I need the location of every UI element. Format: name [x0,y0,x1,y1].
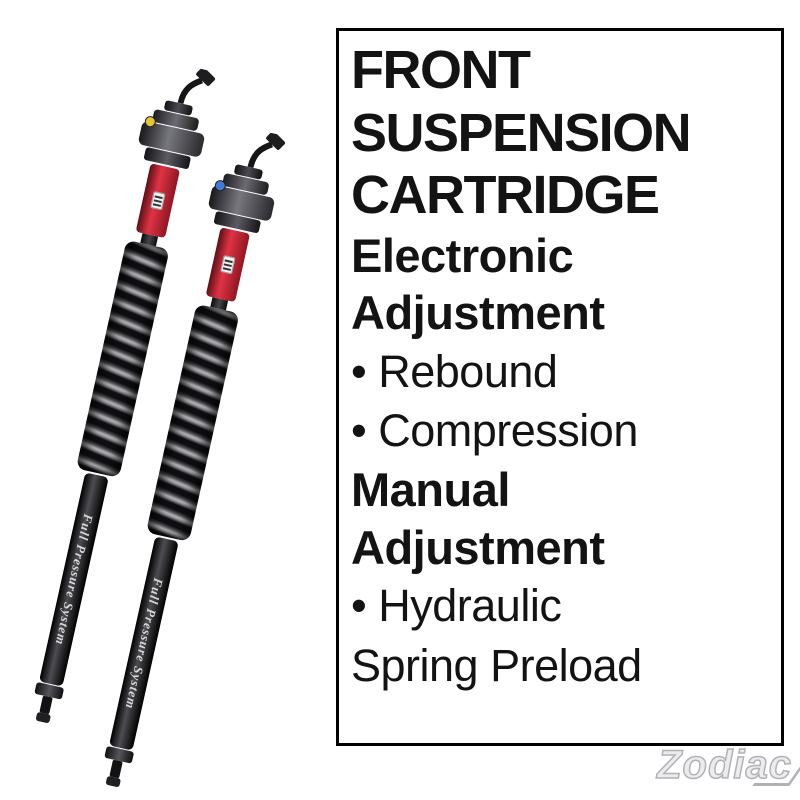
adjuster-cable-icon [247,131,286,169]
lower-tube: Full Pressure System [108,536,179,751]
tip-end [35,711,52,724]
subtitle-adjustment-1: Adjustment [351,286,605,340]
title-line-cartridge: CARTRIDGE [351,165,660,226]
zodiac-logo-text: Zodiac [656,742,792,788]
red-adjuster-body [205,227,251,303]
brand-badge-icon [150,191,166,211]
bullet-rebound: • Rebound [351,345,558,397]
lower-tube: Full Pressure System [38,472,109,687]
tube-label: Full Pressure System [122,576,167,711]
bullet-compression: • Compression [351,405,638,457]
blue-connector-dot [213,179,227,193]
brand-badge-icon [220,255,236,275]
red-adjuster-body [135,163,181,239]
yellow-connector-dot [143,115,157,129]
adjuster-cable-icon [177,67,216,105]
tip-rod [109,759,123,779]
fork-cartridge-left: Full Pressure System [8,58,222,729]
fork-cartridge-right: Full Pressure System [78,122,292,793]
title-line-front: FRONT [351,40,531,100]
product-photo: Full Pressure System Full Pressure Syste… [0,0,340,800]
subtitle-electronic: Electronic [351,228,574,282]
subtitle-adjustment-2: Adjustment [351,520,605,574]
title-line-suspension: SUSPENSION [351,102,692,163]
bullet-spring-preload: Spring Preload [351,639,642,691]
tube-label: Full Pressure System [52,512,97,647]
info-panel: FRONT SUSPENSION CARTRIDGE Electronic Ad… [336,28,784,746]
tip-rod [39,695,53,715]
zodiac-logo: Zodiac [656,742,800,788]
bullet-hydraulic: • Hydraulic [351,579,562,631]
subtitle-manual: Manual [351,463,510,517]
tip-end [105,775,122,788]
